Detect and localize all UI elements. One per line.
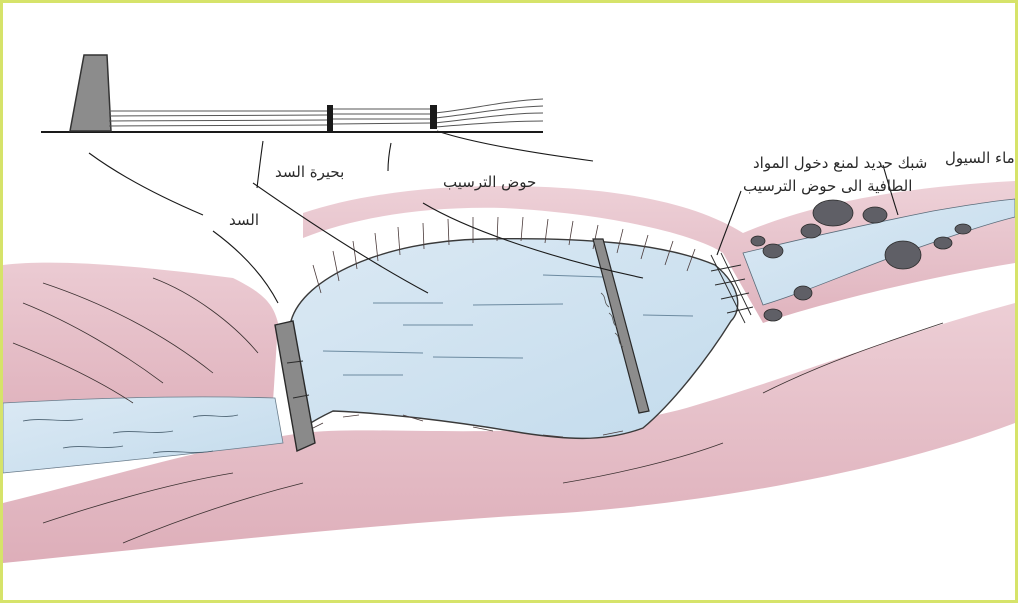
profile-settling-weir: [327, 105, 333, 133]
label-trash-rack-line1: شبك حديد لمنع دخول المواد: [753, 154, 927, 172]
leader-basin-top: [388, 143, 391, 171]
cross-section-profile: [41, 55, 543, 133]
profile-trash-rack: [430, 105, 437, 129]
leader-rack-top: [437, 131, 593, 161]
label-dam: السد: [229, 211, 259, 229]
label-dam-lake: بحيرة السد: [275, 163, 344, 181]
reservoir-water: [291, 239, 738, 439]
leader-lake-top: [257, 141, 263, 188]
label-trash-rack-line2: الطافية الى حوض الترسيب: [743, 177, 912, 195]
profile-water-lines: [109, 99, 543, 127]
label-settling-basin: حوض الترسيب: [443, 173, 536, 191]
landscape: [3, 181, 1015, 563]
leader-dam: [89, 153, 203, 215]
profile-dam-wall: [70, 55, 111, 131]
dam-settling-basin-illustration: ماء السيول شبك حديد لمنع دخول المواد الط…: [3, 3, 1015, 600]
label-flood-water: ماء السيول: [945, 149, 1015, 167]
